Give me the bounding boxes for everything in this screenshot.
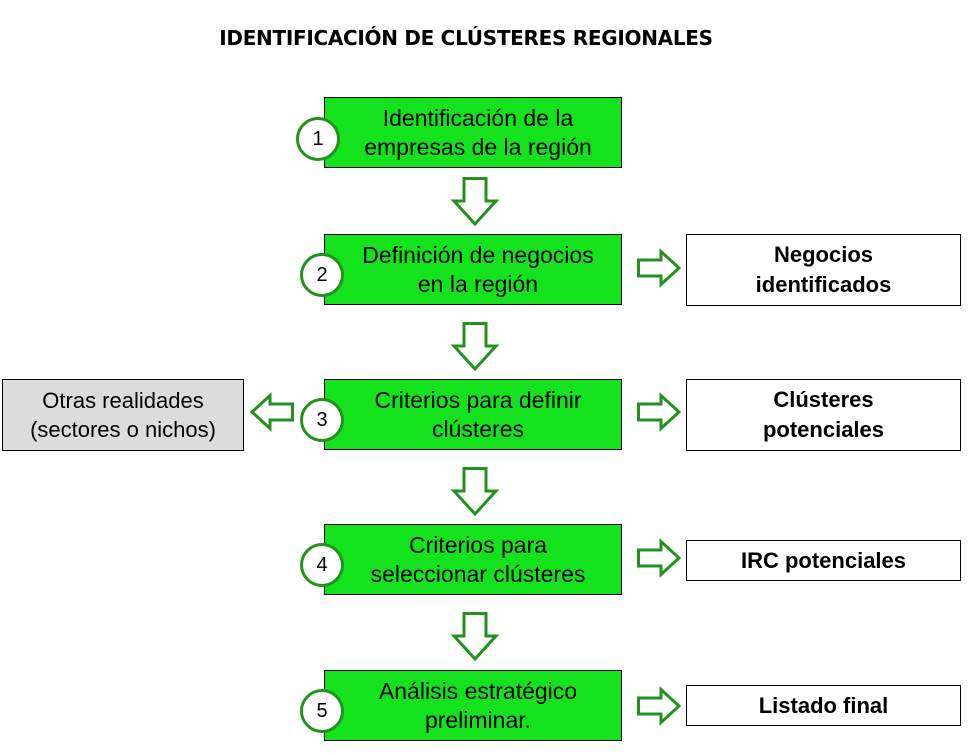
step-4-number-badge: 4	[300, 543, 344, 587]
output-negocios-identificados: Negocios identificados	[686, 234, 961, 306]
step-3-number-badge: 3	[300, 398, 344, 442]
step-2-label: Definición de negocios en la región	[362, 241, 594, 297]
step-2-box: Definición de negocios en la región	[324, 234, 622, 305]
diagram-title: IDENTIFICACIÓN DE CLÚSTERES REGIONALES	[219, 26, 713, 50]
step-2-number-badge: 2	[300, 253, 344, 297]
side-output-otras-realidades: Otras realidades (sectores o nichos)	[2, 379, 244, 451]
step-3-box: Criterios para definir clústeres	[324, 379, 622, 450]
right-arrow-icon	[637, 538, 682, 578]
step-5-label: Análisis estratégico preliminar.	[378, 677, 578, 733]
step-1-number-badge: 1	[296, 117, 340, 161]
right-arrow-icon	[637, 392, 682, 432]
step-1-label: Identificación de la empresas de la regi…	[364, 104, 592, 160]
down-arrow-icon	[450, 467, 500, 517]
output-listado-final: Listado final	[686, 685, 961, 726]
step-4-box: Criterios para seleccionar clústeres	[324, 524, 622, 595]
output-irc-potenciales: IRC potenciales	[686, 540, 961, 581]
step-5-number-badge: 5	[300, 689, 344, 733]
down-arrow-icon	[450, 322, 500, 372]
step-4-label: Criterios para seleccionar clústeres	[370, 531, 586, 587]
output-clusteres-potenciales: Clústeres potenciales	[686, 379, 961, 451]
step-3-label: Criterios para definir clústeres	[374, 386, 582, 442]
step-1-box: Identificación de la empresas de la regi…	[324, 97, 622, 168]
down-arrow-icon	[450, 612, 500, 662]
down-arrow-icon	[450, 177, 500, 227]
right-arrow-icon	[637, 248, 682, 288]
left-arrow-icon	[249, 392, 294, 432]
right-arrow-icon	[637, 686, 682, 726]
step-5-box: Análisis estratégico preliminar.	[324, 670, 622, 741]
